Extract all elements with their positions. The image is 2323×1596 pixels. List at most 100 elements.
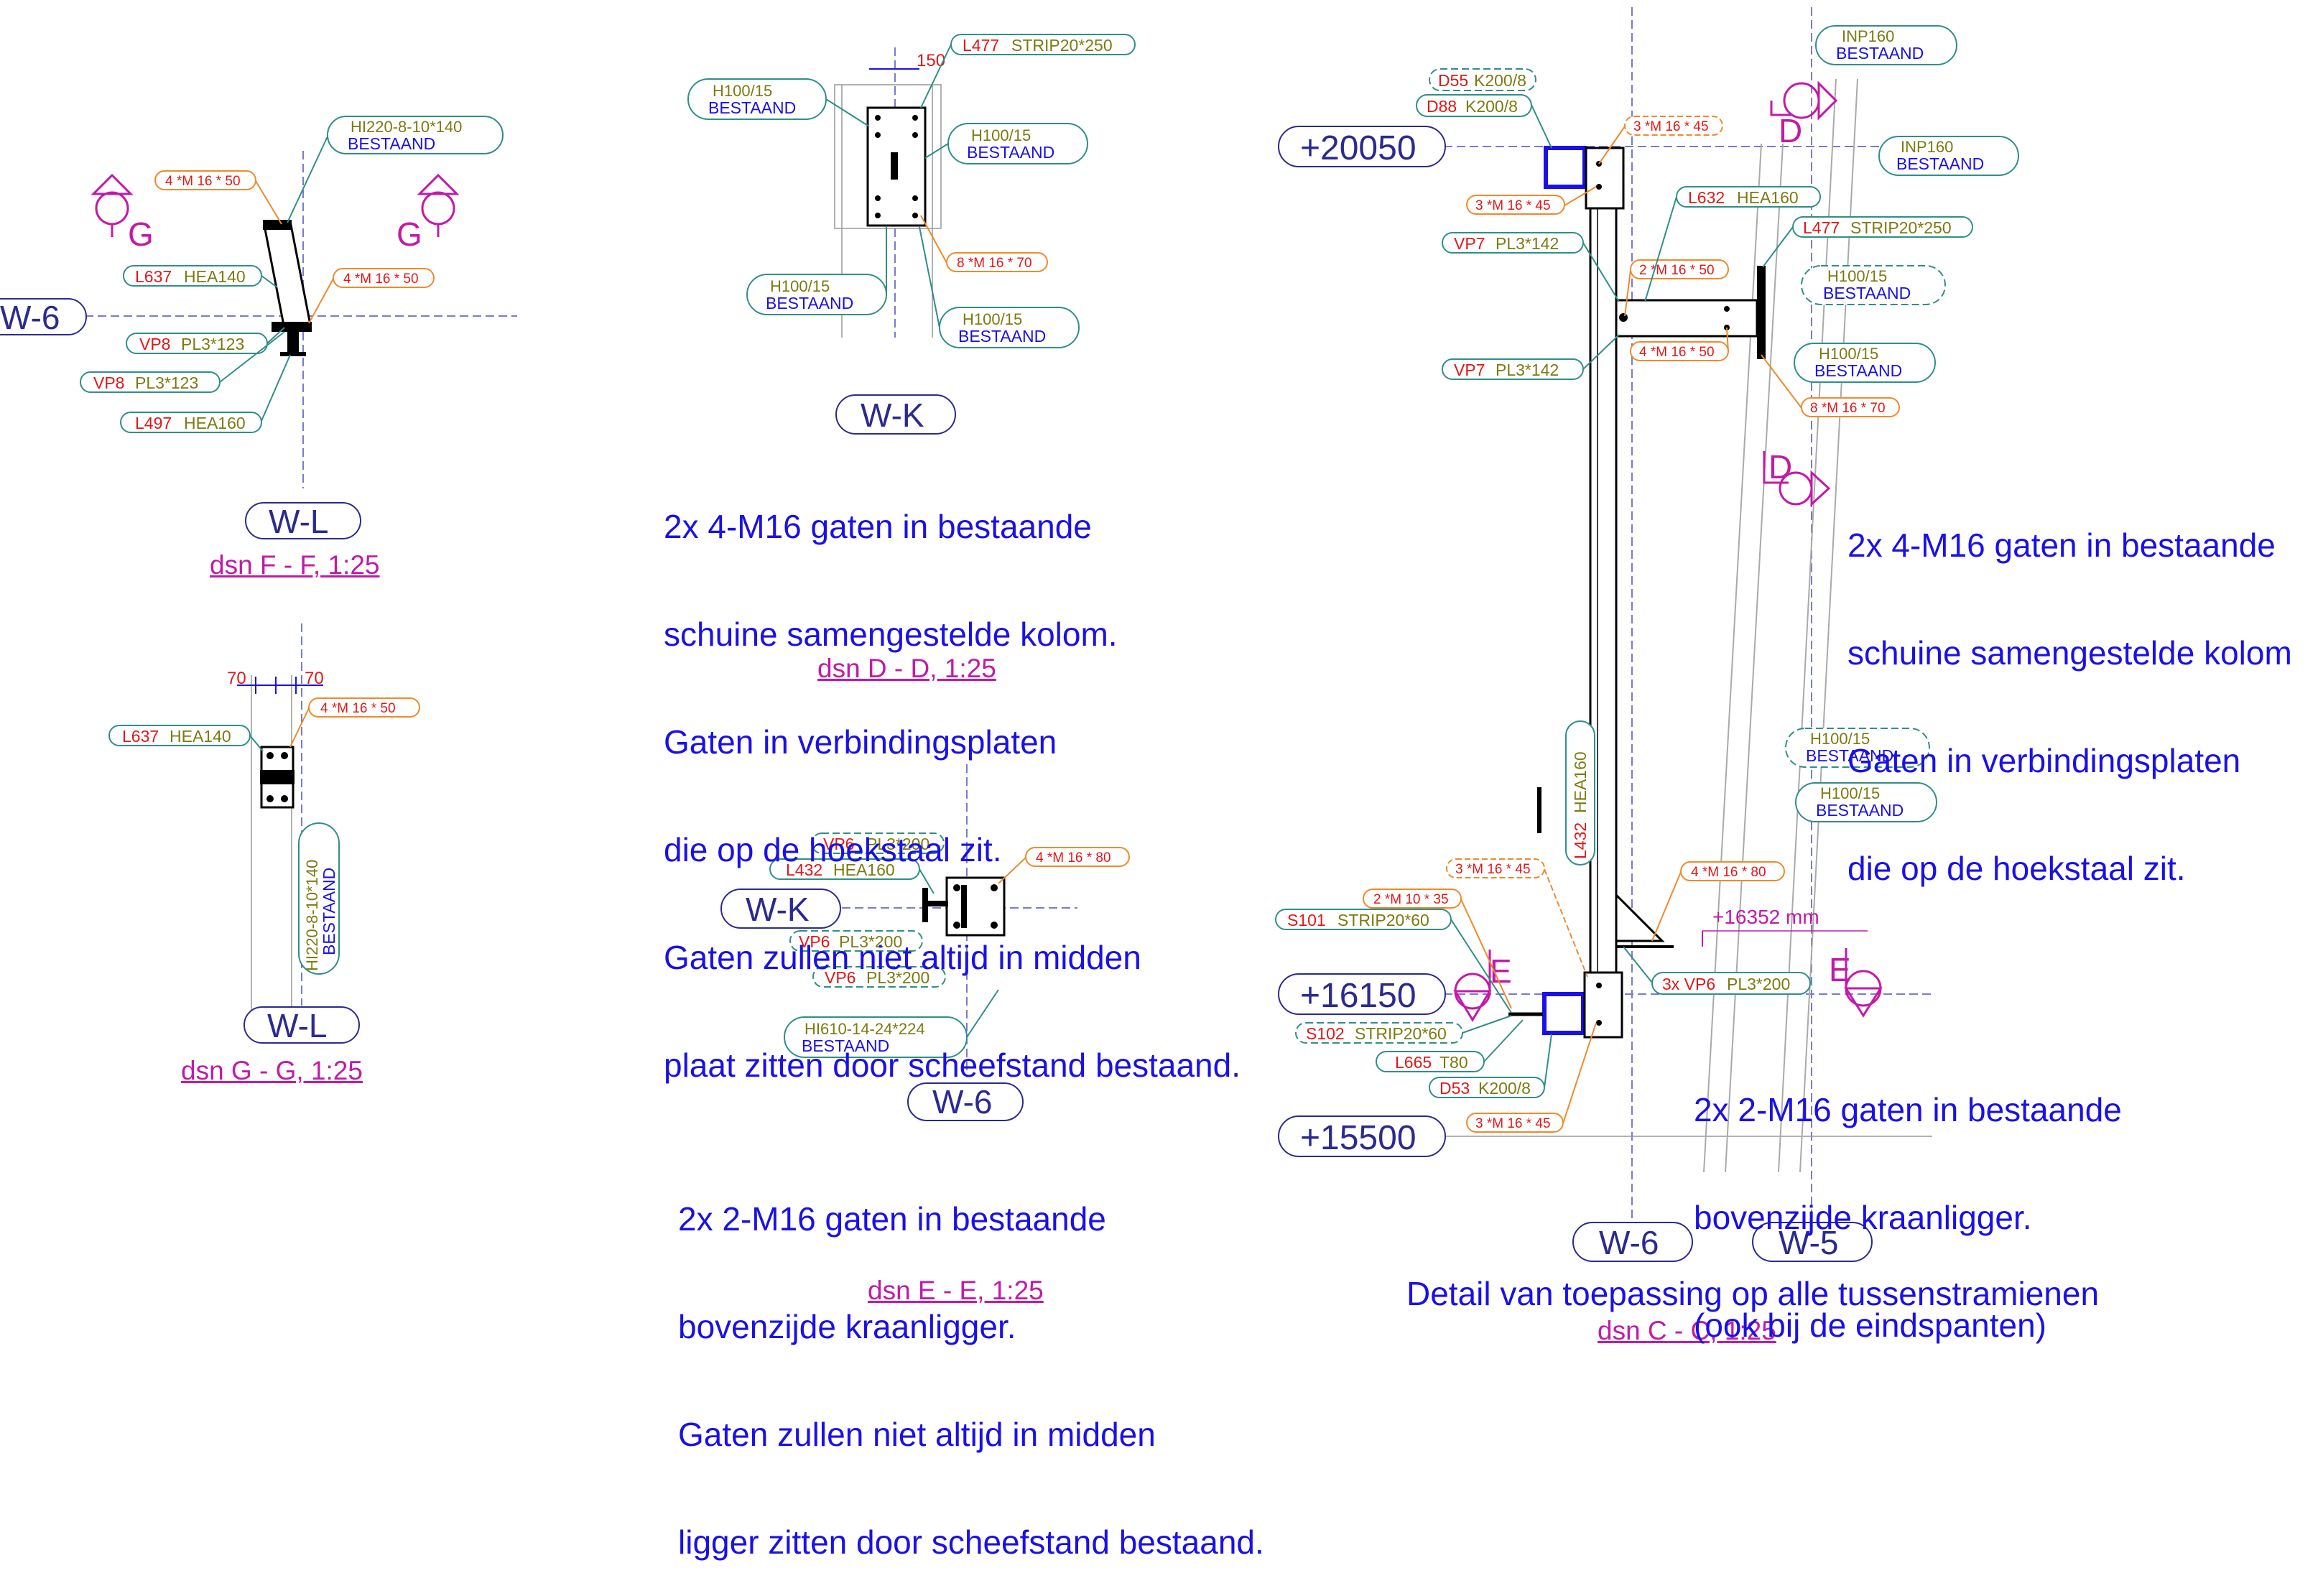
axis-label-w6-ff: W-6 — [0, 299, 60, 336]
part-vp7-cc-1: VP7 — [1454, 234, 1485, 253]
part-l665-cc: L665 — [1395, 1053, 1432, 1072]
part-l637-ff: L637 — [135, 267, 172, 286]
part-strip250-cc: STRIP20*250 — [1850, 218, 1952, 237]
part-h100-dd-4: H100/15 — [963, 310, 1022, 328]
horizontal-arm-cc — [1615, 299, 1758, 338]
view-title-dd[interactable]: dsn D - D, 1:25 — [817, 654, 996, 683]
note-cc-top: 2x 4-M16 gaten in bestaande schuine same… — [1847, 455, 2292, 922]
part-k200-cc-2: K200/8 — [1465, 97, 1518, 116]
part-strip60-cc-2: STRIP20*60 — [1355, 1024, 1447, 1043]
part-inp160-cc-1: INP160 — [1842, 27, 1894, 45]
part-bestaand-cc-3: BESTAAND — [1814, 361, 1902, 380]
note-dd-line-2: schuine samengestelde kolom. — [664, 616, 1118, 653]
part-l477-dd: L477 — [963, 36, 999, 55]
part-pl200-ee-2: PL3*200 — [839, 932, 902, 951]
part-vp8-ff-1: VP8 — [139, 335, 170, 353]
bolt-tag-cc-1: 3 *M 16 * 45 — [1633, 119, 1709, 134]
axis-bubble-w6-ff — [0, 298, 87, 335]
part-vp8-ff-2: VP8 — [93, 374, 124, 392]
part-inp160-cc-2: INP160 — [1901, 138, 1953, 156]
section-marker-d-mid: D — [1763, 448, 1831, 507]
part-s102-cc: S102 — [1306, 1024, 1345, 1043]
bolt-tag-cc-8: 3 *M 16 * 45 — [1475, 1116, 1551, 1131]
axis-label-w6-ee: W-6 — [932, 1083, 993, 1121]
section-marker-g-left: G — [91, 173, 154, 253]
connection-plate-dd — [866, 106, 927, 227]
dimension-70-left: 70 — [227, 669, 246, 688]
part-hi220-ff: HI220-8-10*140 — [351, 118, 462, 136]
part-vp6-cc: 3x VP6 — [1662, 975, 1715, 993]
part-bestaand-cc-2: BESTAAND — [1896, 154, 1984, 173]
dimension-150: 150 — [917, 51, 945, 70]
bolt-tag-cc-7: 2 *M 10 * 35 — [1373, 892, 1449, 907]
bolt-tag-cc-5: 8 *M 16 * 70 — [1810, 401, 1886, 416]
level-15500: +15500 — [1300, 1119, 1416, 1157]
bolt-tag-cc-4: 4 *M 16 * 50 — [1639, 345, 1715, 360]
note-dd-line-3: Gaten in verbindingsplaten — [664, 723, 1057, 761]
view-title-ff[interactable]: dsn F - F, 1:25 — [210, 550, 380, 580]
note-ee-line-3: Gaten zullen niet altijd in midden — [678, 1416, 1156, 1453]
view-ee: VP6 PL3*200 L432 HEA160 VP6 PL3*200 VP6 … — [720, 764, 1130, 1121]
part-h100-cc-2: H100/15 — [1819, 345, 1878, 363]
view-cc: +20050 +16150 +15500 +16352 mm D D E — [1275, 7, 2019, 1262]
part-l637-gg: L637 — [122, 727, 159, 746]
part-s101-cc: S101 — [1287, 911, 1326, 929]
view-title-cc[interactable]: dsn C - C, 1:25 — [1598, 1316, 1776, 1345]
part-hea140-ff: HEA140 — [184, 267, 246, 286]
note-dd-line-1: 2x 4-M16 gaten in bestaande — [664, 508, 1092, 545]
bolt-tag-ff-2: 4 *M 16 * 50 — [343, 272, 419, 287]
part-h100-dd-3: H100/15 — [770, 277, 830, 295]
note-cc-top-line-2: schuine samengestelde kolom — [1847, 634, 2292, 672]
part-bestaand-cc-5: BESTAAND — [1816, 801, 1904, 820]
axis-label-w6-cc: W-6 — [1599, 1224, 1659, 1261]
bolt-tag-cc-9: 4 *M 16 * 80 — [1691, 865, 1766, 880]
section-marker-g-right: G — [397, 173, 460, 253]
part-d88-cc: D88 — [1427, 97, 1457, 116]
bolt-tag-ff-1: 4 *M 16 * 50 — [165, 174, 241, 189]
axis-label-wk-ee: W-K — [746, 891, 810, 928]
part-l432-cc: L432 — [1571, 822, 1590, 859]
part-l497-ff: L497 — [135, 414, 172, 432]
part-bestaand-dd-2: BESTAAND — [967, 143, 1054, 162]
part-k200-cc-1: K200/8 — [1474, 71, 1526, 90]
view-title-ee[interactable]: dsn E - E, 1:25 — [868, 1276, 1044, 1305]
view-dd: 150 L477 STRIP20*250 H100/15 BESTAAND H1… — [687, 34, 1136, 435]
note-ee-line-4: ligger zitten door scheefstand bestaand. — [678, 1523, 1264, 1561]
note-ee-line-1: 2x 2-M16 gaten in bestaande — [678, 1200, 1106, 1238]
part-h100-cc-1: H100/15 — [1827, 267, 1887, 285]
bolt-tag-cc-6: 3 *M 16 * 45 — [1455, 862, 1531, 877]
part-vp6-ee-2: VP6 — [799, 932, 830, 951]
part-pl200-ee-3: PL3*200 — [866, 968, 929, 987]
note-cc-top-line-1: 2x 4-M16 gaten in bestaande — [1847, 526, 2276, 564]
part-strip250-dd: STRIP20*250 — [1011, 36, 1113, 55]
part-h100-dd-2: H100/15 — [971, 126, 1031, 144]
bolt-tag-gg: 4 *M 16 * 50 — [320, 701, 396, 716]
level-16352: +16352 mm — [1712, 906, 1819, 928]
part-strip60-cc-1: STRIP20*60 — [1337, 911, 1429, 929]
note-dd-line-6: plaat zitten door scheefstand bestaand. — [664, 1047, 1241, 1084]
note-dd-line-5: Gaten zullen niet altijd in midden — [664, 939, 1141, 976]
part-l477-cc: L477 — [1803, 218, 1840, 237]
bottom-box-cc — [1542, 992, 1585, 1035]
part-pl142-cc-2: PL3*142 — [1496, 361, 1559, 379]
note-dd: 2x 4-M16 gaten in bestaande schuine same… — [664, 437, 1241, 1119]
drawing-canvas: W-6 G G HI220-8-10*140 BESTAAND 4 *M 16 … — [0, 7, 2019, 1262]
section-letter-g-left: G — [128, 215, 154, 253]
part-vp6-ee-3: VP6 — [825, 968, 856, 987]
part-hi610-ee: HI610-14-24*224 — [805, 1020, 925, 1038]
part-pl200-cc: PL3*200 — [1727, 975, 1790, 993]
part-pl123-ff-2: PL3*123 — [135, 374, 198, 392]
section-marker-e-left: E — [1453, 950, 1512, 1022]
part-vp7-cc-2: VP7 — [1454, 361, 1485, 379]
view-title-gg[interactable]: dsn G - G, 1:25 — [181, 1056, 363, 1085]
part-hi220-gg: HI220-8-10*140 — [303, 860, 321, 971]
part-hea160-ee: HEA160 — [833, 860, 895, 879]
note-cc-bottom: 2x 2-M16 gaten in bestaande bovenzijde k… — [1694, 1020, 2122, 1379]
part-bestaand-dd-4: BESTAAND — [958, 327, 1046, 345]
part-pl123-ff-1: PL3*123 — [181, 335, 244, 353]
part-d55-cc: D55 — [1438, 71, 1468, 90]
part-bestaand-ee: BESTAAND — [802, 1036, 889, 1055]
top-box-cc — [1544, 146, 1587, 189]
bolt-tag-dd: 8 *M 16 * 70 — [957, 256, 1032, 271]
section-marker-d-top: D — [1770, 80, 1838, 149]
